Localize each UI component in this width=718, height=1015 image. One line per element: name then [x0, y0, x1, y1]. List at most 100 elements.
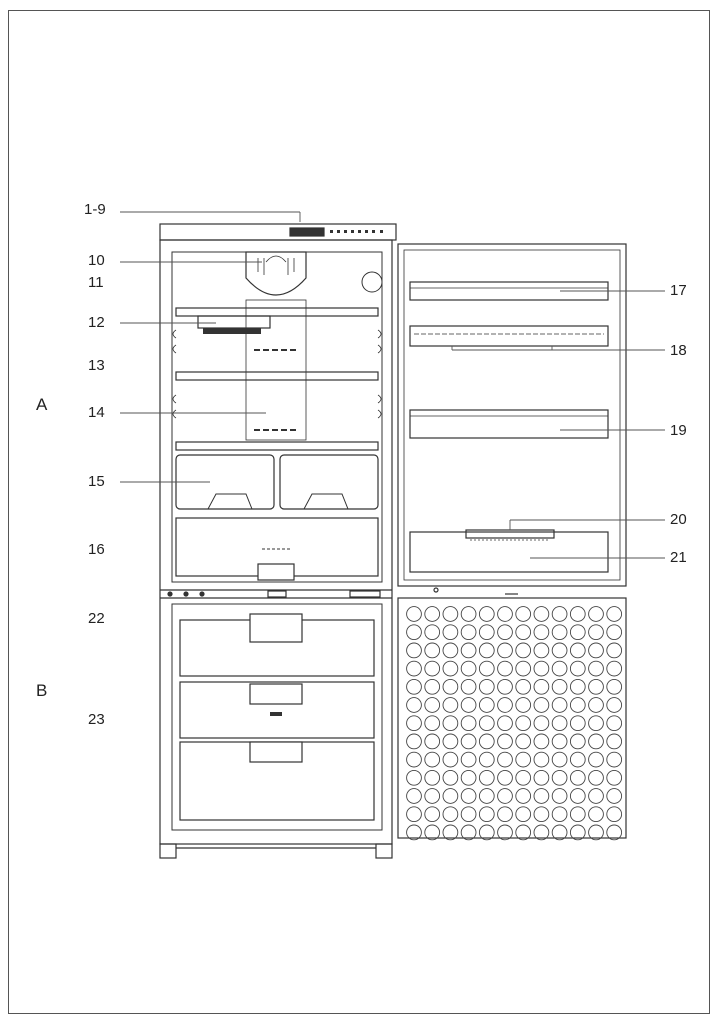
door-dimple — [460, 788, 477, 804]
door-dimple — [515, 678, 532, 695]
freezer-compartment — [171, 603, 383, 831]
door-dimple — [460, 733, 477, 750]
shelf-supports — [172, 329, 382, 419]
door-dimple — [515, 697, 532, 713]
door-dimple — [533, 678, 550, 695]
door-dimple — [551, 824, 568, 841]
door-dimple — [588, 824, 604, 841]
door-dimple — [478, 788, 495, 804]
door-dimple — [497, 624, 513, 641]
door-dimple — [551, 769, 568, 786]
door-dimple — [406, 751, 422, 768]
door-dimple — [551, 642, 568, 659]
door-dimple — [588, 606, 604, 622]
door-dimple — [406, 642, 422, 659]
label-13: 13 — [88, 357, 105, 374]
door-dimple — [406, 788, 422, 804]
door-dimple — [406, 660, 422, 677]
door-dimple — [606, 769, 623, 786]
door-dimple — [533, 697, 550, 713]
door-dimple — [460, 715, 477, 732]
door-dimple — [533, 788, 550, 804]
door-dimple — [478, 769, 495, 786]
door-dimple — [442, 606, 459, 622]
door-dimple — [460, 697, 477, 713]
door-dimple — [515, 788, 532, 804]
door-dimple — [606, 660, 623, 677]
door-dimple — [460, 660, 477, 677]
label-10: 10 — [88, 252, 105, 269]
door-dimple — [569, 751, 586, 768]
leader-lines — [120, 211, 665, 559]
door-dimple — [442, 769, 459, 786]
door-dimple — [606, 697, 623, 713]
door-dimple — [460, 824, 477, 841]
door-dimple — [406, 697, 422, 713]
shelf-12 — [175, 307, 379, 317]
door-dimple — [478, 606, 495, 622]
door-dimple — [606, 733, 623, 750]
door-dimple — [497, 697, 513, 713]
door-dimple — [424, 788, 441, 804]
freezer-door-pattern — [406, 606, 623, 841]
door-dimple — [497, 751, 513, 768]
door-dimple — [478, 624, 495, 641]
door-dimple — [569, 824, 586, 841]
label-16: 16 — [88, 541, 105, 558]
label-22: 22 — [88, 610, 105, 627]
freezer-drawer-2 — [179, 681, 375, 739]
label-15: 15 — [88, 473, 105, 490]
door-dimple — [406, 678, 422, 695]
door-dimple — [497, 733, 513, 750]
door-dimple — [606, 678, 623, 695]
door-dimple — [606, 751, 623, 768]
door-dimple — [569, 769, 586, 786]
door-dimple — [588, 660, 604, 677]
door-dimple — [606, 788, 623, 804]
door-dimple — [569, 715, 586, 732]
door-dimple — [588, 806, 604, 823]
door-dimple — [515, 660, 532, 677]
door-dimple — [497, 678, 513, 695]
door-dimple — [406, 715, 422, 732]
fan-grille-icon — [257, 255, 295, 275]
door-dimple — [606, 642, 623, 659]
door-dimple — [515, 806, 532, 823]
door-dimple — [533, 769, 550, 786]
door-dimple — [460, 606, 477, 622]
door-dimple — [569, 678, 586, 695]
door-dimple — [406, 733, 422, 750]
door-dimple — [460, 806, 477, 823]
door-dimple — [551, 697, 568, 713]
door-dimple — [442, 678, 459, 695]
door-dimple — [588, 678, 604, 695]
door-dimple — [569, 697, 586, 713]
door-dimple — [442, 715, 459, 732]
door-dimple — [588, 769, 604, 786]
fridge-compartment — [171, 251, 383, 583]
door-dimple — [588, 733, 604, 750]
door-dimple — [424, 678, 441, 695]
door-shelf-21 — [409, 531, 609, 573]
door-dimple — [406, 769, 422, 786]
door-dimple — [497, 606, 513, 622]
door-dimple — [424, 806, 441, 823]
door-dimple — [606, 806, 623, 823]
door-dimple — [442, 733, 459, 750]
door-dimple — [442, 642, 459, 659]
door-dimple — [551, 806, 568, 823]
shelf-13 — [175, 371, 379, 381]
label-1-9: 1-9 — [84, 201, 106, 218]
bottle-retainer-20 — [465, 529, 555, 539]
door-dimple — [442, 697, 459, 713]
door-dimple — [478, 697, 495, 713]
door-dimple — [551, 715, 568, 732]
door-dimple — [588, 642, 604, 659]
light-fan-unit — [245, 251, 307, 296]
door-dimple — [424, 824, 441, 841]
door-dimple — [606, 606, 623, 622]
door-dimple — [551, 733, 568, 750]
door-dimple — [424, 733, 441, 750]
door-dimple — [533, 715, 550, 732]
door-dimple — [588, 751, 604, 768]
